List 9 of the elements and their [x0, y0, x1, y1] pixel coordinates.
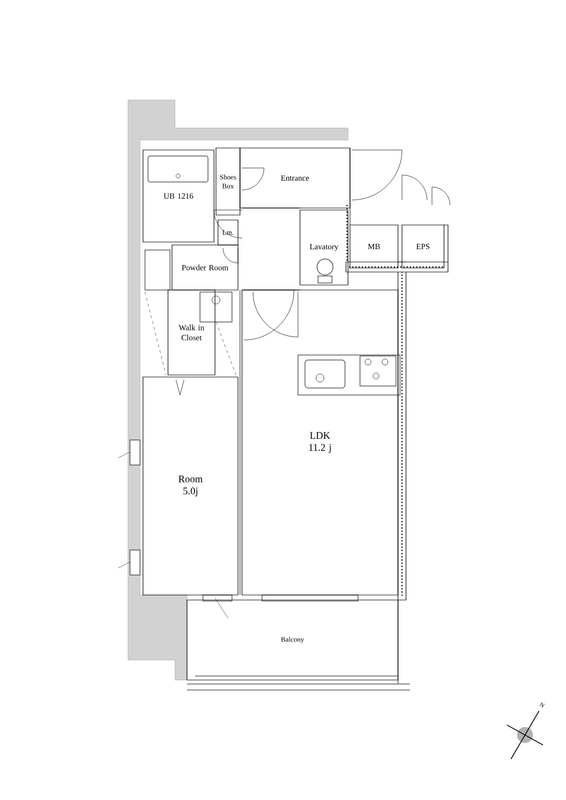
room-area: UB 1216	[142, 150, 214, 242]
room-area: EPS	[402, 224, 444, 268]
room-area: Lavatory	[300, 210, 348, 286]
room-area: LDK 11.2 j	[242, 290, 398, 596]
room-area: Entrance	[240, 148, 350, 208]
room-area: MB	[350, 224, 398, 268]
room-area: Powder Room	[172, 244, 238, 290]
room-area: Walk in Closet	[168, 290, 216, 376]
room-area: Room 5.0j	[142, 376, 238, 596]
